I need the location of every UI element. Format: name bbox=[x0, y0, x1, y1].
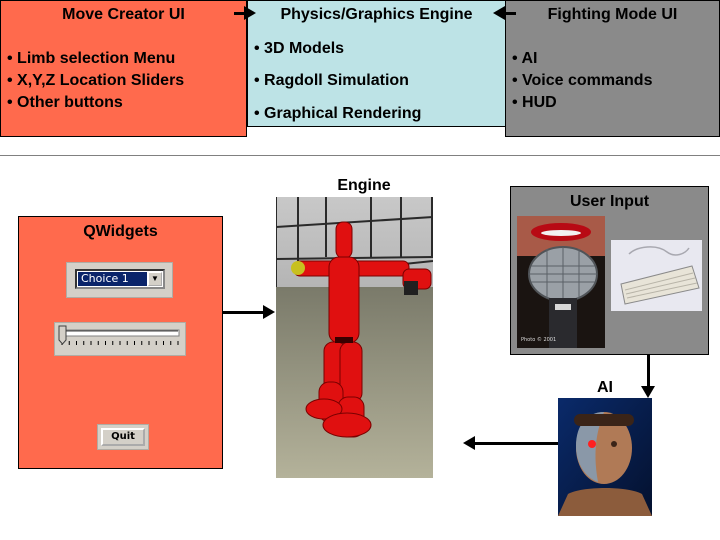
physics-graphics-engine-title: Physics/Graphics Engine bbox=[280, 6, 473, 23]
fighting-mode-item: • AI bbox=[512, 50, 538, 67]
slider-handle[interactable] bbox=[58, 325, 67, 345]
engine-render-image bbox=[276, 197, 433, 478]
combo-selected-value: Choice 1 bbox=[77, 271, 148, 287]
physics-graphics-engine-box: Physics/Graphics Engine • 3D Models • Ra… bbox=[247, 0, 506, 127]
section-divider bbox=[0, 155, 720, 156]
engine-label: Engine bbox=[337, 177, 391, 194]
engine-item: • 3D Models bbox=[254, 40, 345, 57]
move-creator-ui-title: Move Creator UI bbox=[62, 6, 185, 23]
location-slider[interactable] bbox=[55, 323, 185, 355]
chevron-down-icon[interactable]: ▼ bbox=[148, 272, 162, 286]
ai-terminator-image bbox=[558, 398, 652, 516]
quit-frame: Quit bbox=[97, 424, 149, 450]
move-creator-ui-box: Move Creator UI • Limb selection Menu • … bbox=[0, 0, 247, 137]
quit-button[interactable]: Quit bbox=[101, 428, 145, 446]
engine-item: • Ragdoll Simulation bbox=[254, 72, 409, 89]
move-creator-item: • Limb selection Menu bbox=[7, 50, 176, 67]
engine-item: • Graphical Rendering bbox=[254, 105, 422, 122]
keyboard-image bbox=[611, 240, 702, 311]
photo-credit: Photo © 2001 bbox=[521, 337, 557, 343]
fighting-mode-item: • Voice commands bbox=[512, 72, 653, 89]
move-creator-item: • Other buttons bbox=[7, 94, 123, 111]
user-input-title: User Input bbox=[569, 193, 650, 210]
fighting-mode-ui-title: Fighting Mode UI bbox=[547, 6, 678, 23]
fighting-mode-item: • HUD bbox=[512, 94, 557, 111]
fighting-mode-ui-box: Fighting Mode UI • AI • Voice commands •… bbox=[505, 0, 720, 137]
ai-label: AI bbox=[597, 379, 613, 396]
qwidgets-title: QWidgets bbox=[83, 223, 158, 240]
choice-combobox[interactable]: Choice 1 ▼ bbox=[75, 269, 165, 289]
combo-frame: Choice 1 ▼ bbox=[66, 262, 173, 298]
slider-frame bbox=[54, 322, 186, 356]
move-creator-item: • X,Y,Z Location Sliders bbox=[7, 72, 185, 89]
microphone-image: Photo © 2001 bbox=[517, 216, 605, 348]
